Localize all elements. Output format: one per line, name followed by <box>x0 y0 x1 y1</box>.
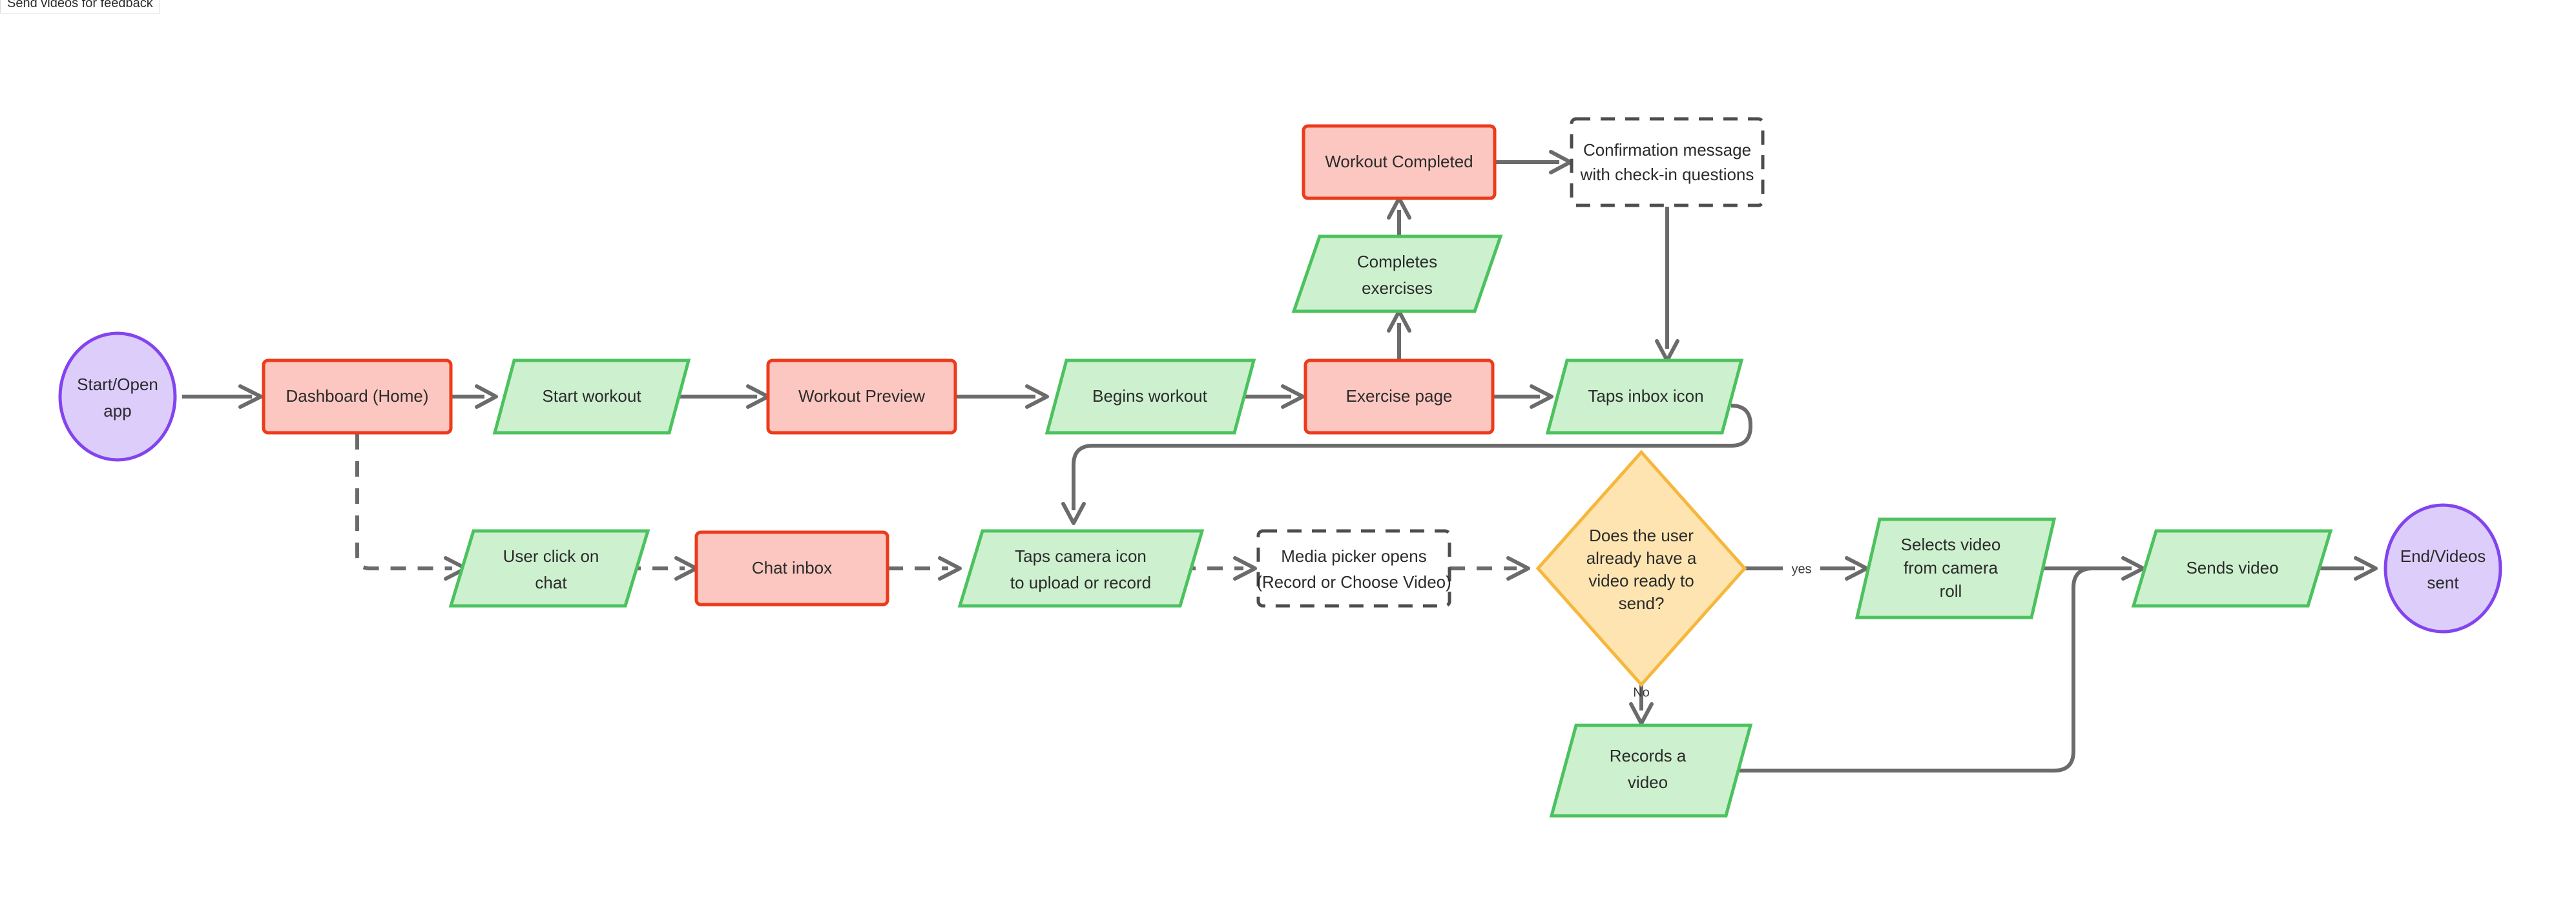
node-chat-inbox-label: Chat inbox <box>752 558 832 577</box>
node-records-a-video-line-1: video <box>1628 773 1668 792</box>
edge-taps-inbox-to-taps-camera <box>1061 404 1752 525</box>
node-media-picker-opens-line-1: (Record or Choose Video) <box>1256 572 1451 592</box>
node-taps-camera-icon-line-1: to upload or record <box>1010 573 1151 592</box>
edge-chat-inbox-to-taps-camera <box>888 556 962 581</box>
node-start-open-app-line-0: Start/Open <box>77 375 158 394</box>
node-sends-video[interactable]: Sends video <box>2131 529 2333 608</box>
edge-preview-to-begins <box>957 384 1049 409</box>
node-confirmation-message-line-0: Confirmation message <box>1583 140 1751 160</box>
node-completes-exercises-line-1: exercises <box>1362 278 1433 298</box>
node-end-videos-sent-line-1: sent <box>2427 573 2459 592</box>
node-workout-completed-label: Workout Completed <box>1325 152 1473 171</box>
node-chat-inbox[interactable]: Chat inbox <box>694 530 889 607</box>
node-begins-workout-label: Begins workout <box>1092 386 1208 406</box>
node-taps-inbox-icon[interactable]: Taps inbox icon <box>1545 358 1744 435</box>
node-taps-camera-icon-line-0: Taps camera icon <box>1015 546 1147 566</box>
edge-start-to-dashboard <box>182 384 263 409</box>
edge-completed-to-confirmation <box>1496 150 1572 174</box>
node-start-workout-label: Start workout <box>542 386 641 406</box>
node-start-open-app[interactable]: Start/Open app <box>58 331 177 462</box>
node-user-click-on-chat-line-1: chat <box>535 573 567 592</box>
node-media-picker-opens-line-0: Media picker opens <box>1281 546 1426 566</box>
edge-exercise-to-completes <box>1387 309 1411 360</box>
node-workout-preview[interactable]: Workout Preview <box>766 358 957 435</box>
node-start-open-app-line-1: app <box>103 401 131 420</box>
node-confirmation-message-line-1: with check-in questions <box>1580 165 1754 184</box>
node-completes-exercises-line-0: Completes <box>1357 252 1437 271</box>
node-end-videos-sent[interactable]: End/Videos sent <box>2384 503 2502 634</box>
node-decision-line-3: send? <box>1619 594 1665 613</box>
node-dashboard-home[interactable]: Dashboard (Home) <box>262 358 453 435</box>
node-sends-video-label: Sends video <box>2186 558 2278 577</box>
node-completes-exercises[interactable]: Completes exercises <box>1291 234 1503 313</box>
edge-label-no: No <box>1633 685 1650 700</box>
node-selects-video-line-1: from camera <box>1904 558 1998 577</box>
node-media-picker-opens[interactable]: Media picker opens (Record or Choose Vid… <box>1256 529 1451 608</box>
node-decision-line-2: video ready to <box>1588 571 1694 590</box>
node-decision-line-0: Does the user <box>1589 526 1694 545</box>
node-decision-line-1: already have a <box>1586 548 1697 568</box>
node-exercise-page[interactable]: Exercise page <box>1304 358 1495 435</box>
node-user-click-on-chat[interactable]: User click on chat <box>448 529 650 608</box>
node-records-a-video-line-0: Records a <box>1610 746 1687 765</box>
edge-confirmation-to-taps-inbox <box>1655 207 1679 362</box>
diagram-caption: Send videos for feedback <box>0 0 160 14</box>
node-decision-video-ready[interactable]: Does the user already have a video ready… <box>1535 450 1747 687</box>
node-end-videos-sent-line-0: End/Videos <box>2400 546 2486 566</box>
node-confirmation-message[interactable]: Confirmation message with check-in quest… <box>1570 117 1765 207</box>
node-taps-camera-icon[interactable]: Taps camera icon to upload or record <box>957 529 1205 608</box>
node-dashboard-home-label: Dashboard (Home) <box>286 386 428 406</box>
edge-records-to-sends <box>1726 566 2132 773</box>
edge-start-workout-to-preview <box>669 384 770 409</box>
node-start-workout[interactable]: Start workout <box>492 358 691 435</box>
node-records-a-video[interactable]: Records a video <box>1549 723 1753 818</box>
edge-dashboard-to-user-click <box>355 434 468 581</box>
node-selects-video-camera-roll[interactable]: Selects video from camera roll <box>1854 517 2057 619</box>
edge-dashboard-to-start-workout <box>452 384 498 409</box>
node-taps-inbox-icon-label: Taps inbox icon <box>1588 386 1703 406</box>
node-exercise-page-label: Exercise page <box>1346 386 1453 406</box>
node-selects-video-line-0: Selects video <box>1901 535 2001 554</box>
edge-decision-to-records: No <box>1629 685 1654 725</box>
edge-completes-to-completed <box>1387 196 1411 236</box>
node-user-click-on-chat-line-0: User click on <box>503 546 599 566</box>
node-workout-preview-label: Workout Preview <box>798 386 925 406</box>
node-workout-completed[interactable]: Workout Completed <box>1302 124 1497 200</box>
edge-exercise-to-taps-inbox <box>1493 384 1553 409</box>
node-begins-workout[interactable]: Begins workout <box>1044 358 1256 435</box>
node-selects-video-line-2: roll <box>1940 581 1962 601</box>
node-layer: Start/Open app Dashboard (Home) Start wo… <box>58 117 2502 818</box>
edge-decision-to-selects: yes <box>1745 556 1869 581</box>
edge-media-picker-to-decision <box>1449 556 1530 581</box>
edge-layer: yes No <box>182 150 2378 773</box>
edge-label-yes: yes <box>1791 562 1811 576</box>
